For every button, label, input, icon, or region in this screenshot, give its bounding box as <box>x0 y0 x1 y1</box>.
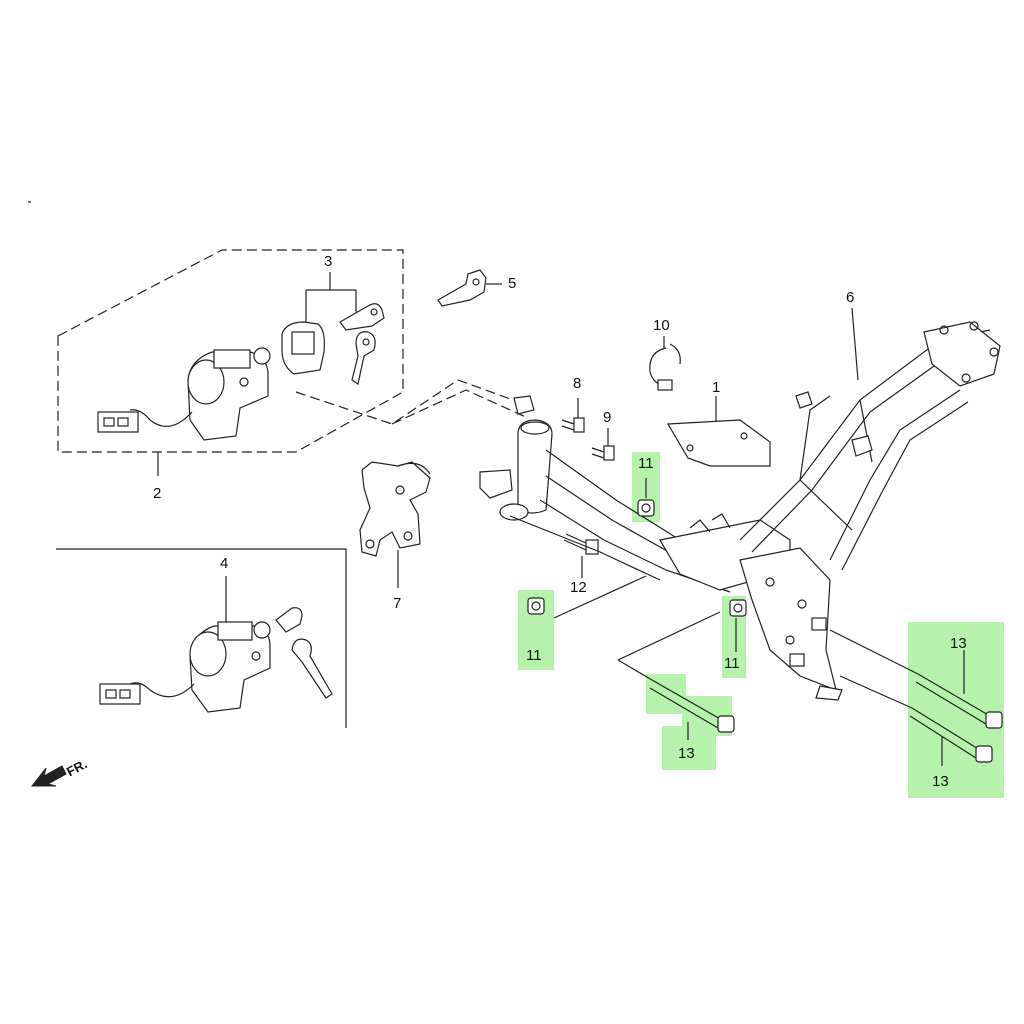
kit-outline-4 <box>56 548 347 728</box>
part-10-clamp <box>649 343 681 391</box>
part-9-screw <box>591 445 615 461</box>
part-8-screw <box>561 417 585 433</box>
callout-8: 8 <box>573 375 582 392</box>
callout-9: 9 <box>603 409 612 426</box>
callout-11-left: 11 <box>526 647 542 664</box>
part-5-bracket <box>437 269 487 307</box>
leader-line-6 <box>851 307 859 381</box>
callout-11-right: 11 <box>724 655 740 672</box>
bolt-13-upper-right <box>915 673 1003 729</box>
leader-line-13-center-a <box>617 611 721 661</box>
main-frame <box>479 321 1001 701</box>
bolt-13-center <box>649 679 735 733</box>
callout-1: 1 <box>712 379 721 396</box>
part-7-bracket <box>359 461 431 557</box>
callout-12: 12 <box>570 579 587 596</box>
callout-4: 4 <box>220 555 229 572</box>
key-pair <box>339 303 385 385</box>
leader-line-11-left <box>553 575 647 619</box>
mount-path <box>295 379 525 425</box>
ignition-switch-alt <box>99 607 333 713</box>
leader-line-13-a <box>829 629 919 675</box>
highlight-box-13-lower <box>662 726 716 770</box>
nut-11-right <box>729 599 747 617</box>
highlight-box-13-right <box>908 622 1004 798</box>
kit-outline-2 <box>57 249 404 453</box>
key-shutter-cover <box>281 321 325 375</box>
callout-11-top: 11 <box>638 455 654 472</box>
callout-13-upper-right: 13 <box>950 635 967 652</box>
bolt-13-lower-right <box>909 707 993 763</box>
callout-13-lower-right: 13 <box>932 773 949 790</box>
callout-5: 5 <box>508 275 517 292</box>
part-1-plate <box>666 419 771 467</box>
callout-3: 3 <box>324 253 333 270</box>
front-arrow-icon <box>30 765 67 787</box>
callout-7: 7 <box>393 595 402 612</box>
nut-11-top <box>637 499 655 517</box>
callout-10: 10 <box>653 317 670 334</box>
callout-13-center: 13 <box>678 745 695 762</box>
callout-6: 6 <box>846 289 855 306</box>
callout-2: 2 <box>153 485 162 502</box>
nut-11-left <box>527 597 545 615</box>
ignition-switch-assembly <box>97 347 271 441</box>
